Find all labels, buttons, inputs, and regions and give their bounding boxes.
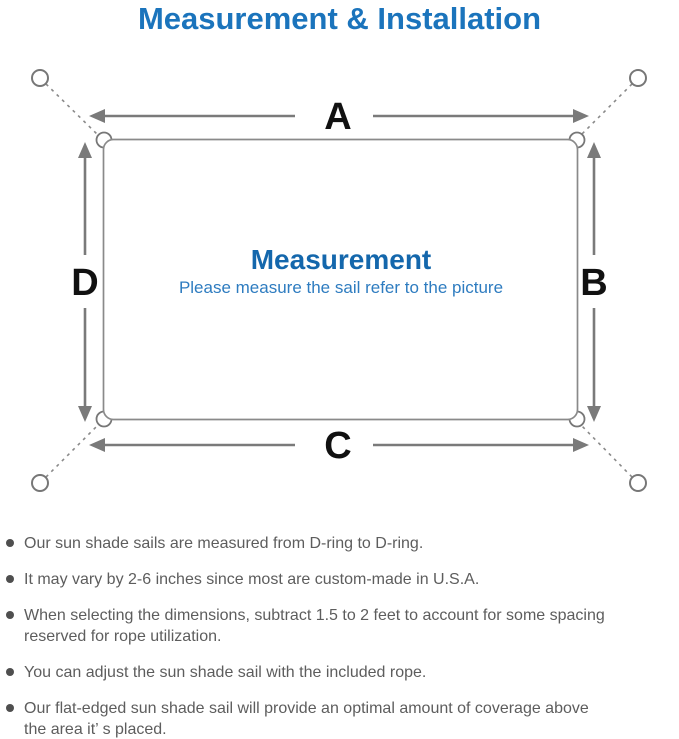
anchor-circle-bottom-right — [629, 474, 647, 492]
arrow-right-icon — [573, 438, 589, 452]
rope-line-top-left — [45, 83, 100, 137]
arrow-right-icon — [573, 109, 589, 123]
bullet-icon — [6, 704, 14, 712]
dimension-lines — [78, 109, 601, 452]
instruction-text: Our sun shade sails are measured from D-… — [24, 535, 424, 552]
rope-line-bottom-left — [45, 423, 100, 478]
sail-measurement-diagram: A B C D Measurement Please measure the s… — [31, 69, 647, 492]
rope-line-bottom-right — [579, 423, 633, 478]
dimension-label-d: D — [71, 262, 98, 304]
arrow-down-icon — [78, 406, 92, 422]
anchor-circle-bottom-left — [31, 474, 49, 492]
list-item: It may vary by 2-6 inches since most are… — [4, 569, 676, 590]
instruction-text: It may vary by 2-6 inches since most are… — [24, 571, 480, 588]
bullet-icon — [6, 668, 14, 676]
bullet-icon — [6, 539, 14, 547]
arrow-up-icon — [587, 142, 601, 158]
list-item: When selecting the dimensions, subtract … — [4, 605, 676, 647]
arrow-down-icon — [587, 406, 601, 422]
instruction-text: You can adjust the sun shade sail with t… — [24, 664, 427, 681]
dimension-label-b: B — [580, 262, 607, 304]
diagram-center-subtitle: Please measure the sail refer to the pic… — [179, 278, 503, 297]
instruction-text: When selecting the dimensions, subtract … — [24, 607, 605, 645]
dimension-label-c: C — [324, 425, 351, 467]
anchor-point-circles — [31, 69, 647, 492]
bullet-icon — [6, 575, 14, 583]
sail-rectangle — [102, 138, 579, 421]
page-title: Measurement & Installation — [137, 1, 542, 36]
list-item: Our flat-edged sun shade sail will provi… — [4, 698, 676, 739]
diagram-center-heading: Measurement — [251, 244, 432, 275]
arrow-left-icon — [89, 109, 105, 123]
list-item: You can adjust the sun shade sail with t… — [4, 662, 676, 683]
anchor-circle-top-left — [31, 69, 49, 87]
instructions-list: Our sun shade sails are measured from D-… — [4, 533, 676, 739]
instruction-text: Our flat-edged sun shade sail will provi… — [24, 700, 589, 738]
list-item: Our sun shade sails are measured from D-… — [4, 533, 676, 554]
arrow-left-icon — [89, 438, 105, 452]
corner-rope-dashed-lines — [45, 83, 633, 478]
rope-line-top-right — [579, 83, 633, 137]
dimension-label-a: A — [324, 96, 351, 138]
anchor-circle-top-right — [629, 69, 647, 87]
bullet-icon — [6, 611, 14, 619]
arrow-up-icon — [78, 142, 92, 158]
